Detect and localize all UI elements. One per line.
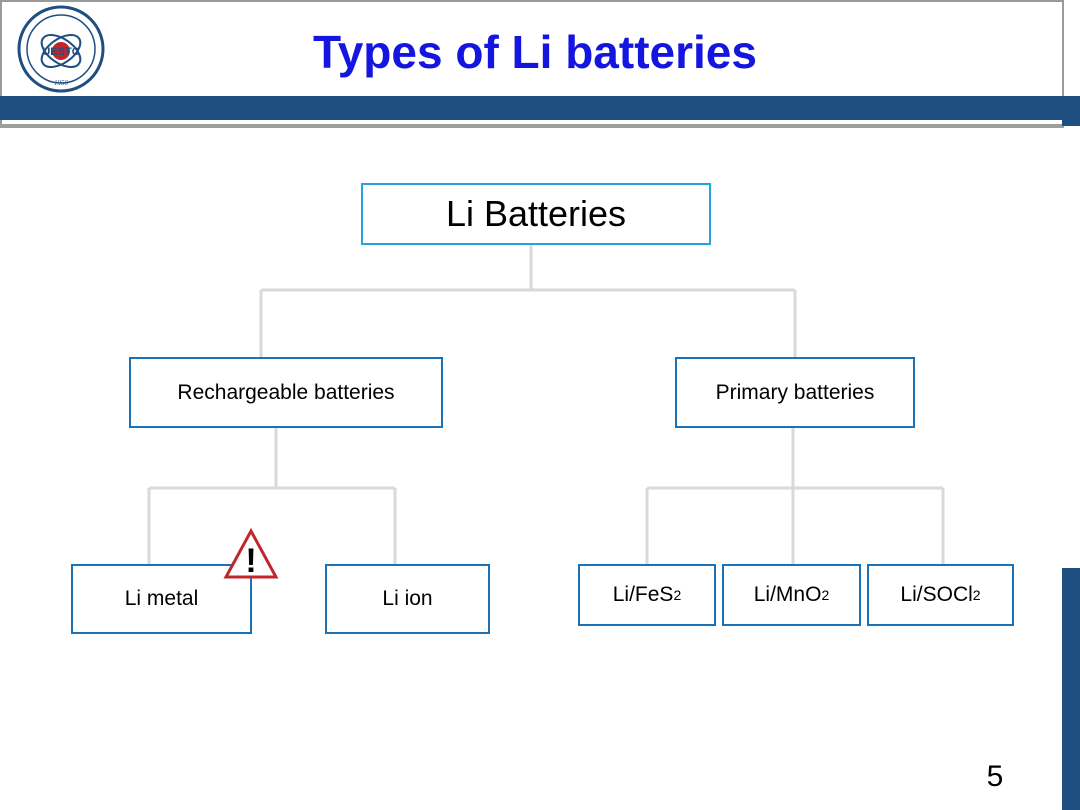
header-divider [0, 124, 1064, 128]
li-socl2-label: Li/SOCl [900, 583, 973, 606]
li-fes2-subscript: 2 [673, 587, 682, 603]
node-li-batteries: Li Batteries [361, 183, 711, 245]
li-mno2-label: Li/MnO [753, 583, 822, 606]
node-li-metal: Li metal [71, 564, 252, 634]
slide-left-border [0, 0, 2, 128]
page-number: 5 [986, 760, 1004, 793]
node-li-ion: Li ion [325, 564, 490, 634]
li-fes2-label: Li/FeS [612, 583, 674, 606]
right-edge-bottom-bar [1062, 568, 1080, 810]
node-rechargeable-batteries: Rechargeable batteries [129, 357, 443, 428]
right-edge-band [1062, 96, 1080, 126]
slide-title: Types of Li batteries [313, 26, 757, 78]
node-primary-batteries: Primary batteries [675, 357, 915, 428]
logo-text: UESTC [42, 46, 79, 58]
li-mno2-subscript: 2 [821, 587, 830, 603]
li-socl2-subscript: 2 [972, 587, 981, 603]
right-edge-top [1062, 0, 1080, 96]
warning-icon: ! [223, 527, 279, 580]
slide-top-border [0, 0, 1080, 2]
uestc-logo: UESTC 1956 [17, 5, 105, 93]
header-band [0, 96, 1062, 120]
logo-year: 1956 [54, 79, 69, 87]
warning-symbol: ! [245, 542, 256, 580]
